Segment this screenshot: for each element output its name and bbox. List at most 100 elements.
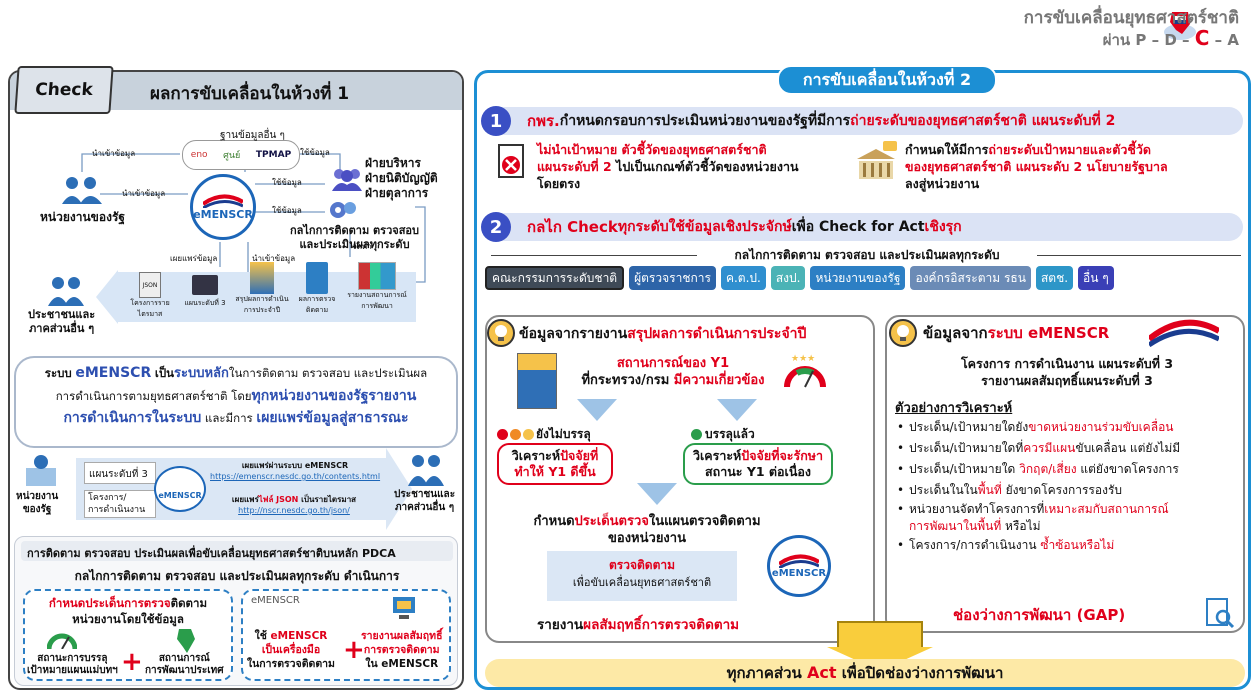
sys-l1a: ระบบ bbox=[44, 366, 72, 380]
flow-arrow-head bbox=[386, 448, 412, 530]
analysis-item-5: หน่วยงานจัดทำโครงการที่เหมาะสมกับสถานการ… bbox=[897, 501, 1243, 535]
flow-public-line2: ภาคส่วนอื่น ๆ bbox=[394, 502, 455, 513]
gauge-icon bbox=[46, 631, 78, 650]
s1-head-d: ถ่ายระดับของยุทธศาสตร์ชาติ แผนระดับที่ 2 bbox=[850, 113, 1116, 129]
gap-label: ช่องว่างการพัฒนา (GAP) bbox=[953, 606, 1126, 624]
pdca-left-a2: เป้าหมายแผนแม่บทฯ bbox=[27, 665, 118, 676]
import-label-2: นำเข้าข้อมูล bbox=[122, 189, 166, 198]
analyze-improve-2: ปัจจัยที่ bbox=[560, 448, 599, 463]
database-label: ฐานข้อมูลอื่น ๆ bbox=[220, 130, 285, 141]
pdca-left-a: สถานะการบรรลุ เป้าหมายแผนแม่บทฯ bbox=[27, 653, 118, 677]
system-head: ข้อมูลจากระบบ eMENSCR bbox=[923, 321, 1109, 345]
admin-label: ฝ่ายบริหาร ฝ่ายนิติบัญญัติ ฝ่ายตุลาการ bbox=[365, 156, 438, 201]
item1-a: ประเด็น/เป้าหมายใดยัง bbox=[909, 420, 1029, 434]
plus-icon-2: + bbox=[343, 635, 365, 665]
annual-head: ข้อมูลจากรายงานสรุปผลการดำเนินการประจำปี bbox=[519, 323, 806, 345]
item5-a: หน่วยงานจัดทำโครงการที่ bbox=[909, 502, 1045, 516]
s2-header: กลไก Check ทุกระดับใช้ข้อมูลเชิงประจักษ์… bbox=[491, 213, 1243, 241]
flow-pub1-title: เผยแพร่ผ่านระบบ eMENSCR bbox=[241, 461, 349, 470]
annual-emenscr-logo: eMENSCR bbox=[767, 535, 831, 597]
s1-head-b: กำหนดกรอบการประเมิน bbox=[559, 113, 709, 129]
mechanism-box-4: สงป. bbox=[770, 266, 806, 290]
issue-b: ประเด็นตรวจ bbox=[574, 514, 649, 529]
public-line2: ภาคส่วนอื่น ๆ bbox=[29, 322, 95, 335]
pdca-left-b: สถานการณ์ การพัฒนาประเทศ bbox=[145, 653, 224, 677]
send-label: จัดทำ bbox=[352, 242, 372, 251]
admin-judiciary: ฝ่ายตุลาการ bbox=[365, 186, 429, 200]
agency-icon bbox=[60, 174, 104, 204]
pdca-subtitle: กลไกการติดตาม ตรวจสอบ และประเมินผลทุกระด… bbox=[74, 569, 400, 583]
database-box: eno ศูนย์ TPMAP bbox=[182, 140, 300, 170]
sys-l1b: eMENSCR bbox=[75, 365, 152, 381]
inspect-b: เพื่อขับเคลื่อนยุทธศาสตร์ชาติ bbox=[572, 576, 712, 589]
pdca-right-b1: รายงานผลสัมฤทธิ์ bbox=[361, 630, 443, 642]
output-inspection-label: ผลการตรวจติดตาม bbox=[298, 295, 336, 314]
s1-header: กพร. กำหนดกรอบการประเมินหน่วยงานของรัฐที… bbox=[491, 107, 1243, 135]
flow-projects-row: โครงการ/ การดำเนินงาน bbox=[84, 490, 156, 518]
sys-l1c: เป็น bbox=[154, 366, 174, 380]
not-achieved-text: ยังไม่บรรลุ bbox=[536, 427, 591, 441]
pdca-left-title-c: หน่วยงานโดยใช้ข้อมูล bbox=[72, 612, 184, 626]
pdca-left-b2: การพัฒนาประเทศ bbox=[145, 665, 224, 676]
item6-r: ซ้ำซ้อนหรือไม่ bbox=[1040, 538, 1115, 552]
y1-b: ที่กระทรวง/กรม bbox=[581, 373, 674, 388]
flow-pub1: เผยแพร่ผ่านระบบ eMENSCR https://emenscr.… bbox=[210, 460, 380, 482]
left-arrow-icon bbox=[96, 270, 118, 324]
flow-pub2-link[interactable]: http://nscr.nesdc.go.th/json/ bbox=[238, 506, 350, 515]
s1-right-b: มีการ bbox=[958, 142, 989, 157]
sys-l1d: ระบบหลัก bbox=[173, 366, 229, 381]
s1-left-text: ไม่นำเป้าหมาย ตัวชี้วัดของยุทธศาสตร์ชาติ… bbox=[537, 141, 847, 192]
import-label-1: นำเข้าข้อมูล bbox=[92, 149, 136, 158]
flow-pub2-a: เผยแพร่ bbox=[231, 495, 259, 504]
output-plan3: แผนระดับที่ 3 bbox=[180, 272, 230, 309]
analysis-item-1: ประเด็น/เป้าหมายใดยังขาดหน่วยงานร่วมขับเ… bbox=[897, 417, 1243, 438]
s2-head-d: เพื่อ Check for Act bbox=[791, 219, 925, 235]
mechanism-box-1: คณะกรรมการระดับชาติ bbox=[485, 266, 625, 290]
admin-exec: ฝ่ายบริหาร bbox=[365, 156, 421, 170]
not-achieved-label: ยังไม่บรรลุ bbox=[497, 425, 591, 444]
public-label: ประชาชนและ ภาคส่วนอื่น ๆ bbox=[28, 308, 95, 336]
item4-r: พื้นที่ bbox=[977, 483, 1002, 497]
item6-a: โครงการ/การดำเนินงาน bbox=[909, 538, 1041, 552]
output-quarterly-label: โครงการรายไตรมาส bbox=[130, 299, 170, 318]
item5-r: เหมาะสมกับสถานการณ์ bbox=[1044, 502, 1169, 516]
sys-l2a: การดำเนินการตามยุทธศาสตร์ชาติ โดย bbox=[55, 389, 252, 403]
flow-agency-line1: หน่วยงาน bbox=[16, 491, 59, 502]
pdca-right-a: ใช้ eMENSCR เป็นเครื่องมือ ในการตรวจติดต… bbox=[247, 629, 335, 671]
output-annual: สรุปผลการดำเนินการประจำปี bbox=[234, 262, 290, 316]
mechanism-box-2: ผู้ตรวจราชการ bbox=[629, 266, 716, 290]
publish-label: เผยแพร่ข้อมูล bbox=[170, 254, 218, 263]
item3-a: ประเด็น/เป้าหมายใด bbox=[909, 462, 1020, 476]
mechanism-boxes: คณะกรรมการระดับชาติผู้ตรวจราชการค.ต.ป.สง… bbox=[485, 263, 1245, 293]
use-label-2: ใช้ข้อมูล bbox=[272, 206, 302, 215]
report-screen-icon bbox=[358, 262, 396, 290]
laptop-icon bbox=[192, 275, 218, 295]
left-panel-title: ผลการขับเคลื่อนในห้วงที่ 1 bbox=[150, 84, 350, 104]
annual-emenscr-label: eMENSCR bbox=[771, 567, 827, 579]
use-label-1: ใช้ข้อมูล bbox=[272, 178, 302, 187]
flow-pub1-link[interactable]: https://emenscr.nesdc.go.th/contents.htm… bbox=[210, 472, 381, 481]
government-building-icon bbox=[853, 141, 899, 183]
system-lines: โครงการ การดำเนินงาน แผนระดับที่ 3 รายงา… bbox=[897, 355, 1237, 389]
bulb-icon bbox=[487, 319, 515, 347]
s2-head-b: ทุกระดับ bbox=[617, 219, 669, 235]
right-panel: การขับเคลื่อนในห้วงที่ 2 กพร. กำหนดกรอบก… bbox=[474, 65, 1251, 690]
flow-public-icon bbox=[406, 452, 446, 486]
final-banner: ทุกภาคส่วน Act เพื่อปิดช่องว่างการพัฒนา bbox=[485, 659, 1245, 687]
sys-l3b: และมีการ bbox=[201, 411, 253, 425]
s2-number: 2 bbox=[481, 212, 511, 242]
item2-z: ขับเคลื่อน แต่ยังไม่มี bbox=[1075, 441, 1181, 455]
pdca-left-b1: สถานการณ์ bbox=[158, 653, 210, 664]
flow-projects-line1: โครงการ/ bbox=[88, 493, 127, 503]
example-title: ตัวอย่างการวิเคราะห์ bbox=[895, 401, 1013, 416]
s1-left-red-1: ไม่นำเป้าหมาย ตัวชี้วัดของยุทธศาสตร์ชาติ bbox=[537, 142, 767, 157]
document-check-icon bbox=[306, 262, 328, 294]
left-panel: Check ผลการขับเคลื่อนในห้วงที่ 1 eno ศูน… bbox=[8, 66, 464, 690]
s2-head-c: ใช้ข้อมูลเชิงประจักษ์ bbox=[668, 219, 792, 235]
item3-r: วิกฤต/เสี่ยง bbox=[1019, 462, 1077, 476]
issue-c: ในแผนตรวจติดตาม bbox=[648, 514, 761, 529]
flow-public-label: ประชาชนและ ภาคส่วนอื่น ๆ bbox=[394, 488, 455, 514]
big-arrow-down bbox=[837, 621, 923, 649]
analyze-maintain-2: ปัจจัยที่จะรักษา bbox=[741, 448, 824, 463]
inspect-band bbox=[547, 551, 737, 601]
